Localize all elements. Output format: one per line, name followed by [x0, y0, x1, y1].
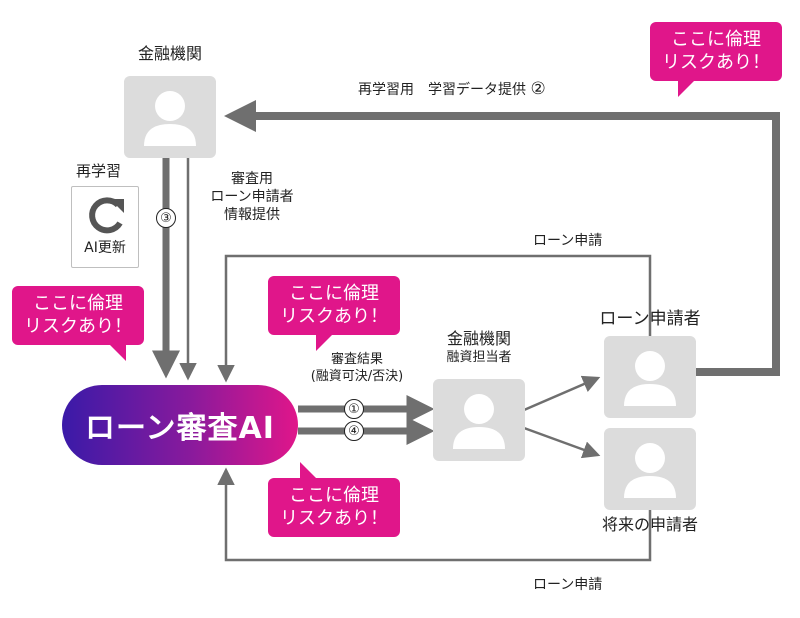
loan-apply-bottom-label: ローン申請	[533, 577, 603, 593]
ai-update-box: AI更新	[71, 186, 139, 268]
risk-bubble-left: ここに倫理 リスクあり！	[12, 286, 144, 361]
risk-bubble-line1: ここに倫理	[671, 29, 761, 50]
officer-to-applicant-arrow	[523, 375, 601, 412]
loan-review-ai: ローン審査AI	[62, 385, 298, 465]
review-info-line2: ローン申請者	[210, 189, 294, 206]
retrain-data-text: 再学習用 学習データ提供	[358, 82, 526, 98]
review-result-line2: (融資可決/否決)	[310, 368, 404, 384]
step-4-marker: ④	[344, 421, 364, 441]
person-icon	[144, 91, 196, 146]
bubble-tail	[316, 334, 332, 351]
risk-bubble-line1: ここに倫理	[33, 293, 123, 314]
retrain-data-num: ②	[530, 79, 546, 99]
bubble-tail	[678, 80, 694, 97]
applicant-label: ローン申請者	[599, 309, 701, 329]
risk-bubble-line2: リスクあり！	[280, 508, 388, 530]
risk-bubble-center-bottom: ここに倫理 リスクあり！	[268, 462, 400, 537]
retrain-title: 再学習	[76, 162, 122, 180]
risk-bubble-center-top: ここに倫理 リスクあり！	[268, 276, 400, 351]
risk-bubble-line1: ここに倫理	[289, 485, 379, 506]
person-icon	[624, 351, 676, 406]
bank-top-avatar	[124, 76, 216, 158]
loan-officer-line2: 融資担当者	[446, 349, 512, 365]
bubble-tail	[110, 344, 126, 361]
retrain-data-arrow	[224, 100, 780, 376]
review-result-line1: 審査結果	[330, 352, 383, 367]
step-3-marker: ③	[156, 208, 176, 228]
review-info-label: 審査用 ローン申請者 情報提供	[210, 170, 293, 225]
risk-bubble-line2: リスクあり！	[24, 316, 132, 338]
risk-bubble-line1: ここに倫理	[289, 283, 379, 304]
risk-bubble-top-right: ここに倫理 リスクあり！	[650, 22, 782, 97]
future-applicant-avatar	[604, 428, 696, 510]
review-info-line1: 審査用	[231, 171, 273, 187]
loan-officer-line1: 金融機関	[446, 329, 512, 348]
loan-officer-avatar	[433, 379, 525, 461]
retrain-data-label: 再学習用 学習データ提供 ②	[358, 78, 546, 100]
bubble-tail	[300, 462, 316, 478]
review-info-line3: 情報提供	[224, 207, 280, 224]
ai-update-caption: AI更新	[84, 240, 126, 256]
loan-apply-top-arrow	[217, 254, 652, 383]
applicant-avatar	[604, 336, 696, 418]
loan-apply-bottom-arrow	[217, 467, 652, 562]
risk-bubble-line2: リスクあり！	[280, 306, 388, 328]
officer-to-future-arrow	[523, 426, 601, 459]
risk-bubble-line2: リスクあり！	[662, 52, 770, 74]
person-icon	[624, 443, 676, 498]
loan-officer-label: 金融機関 融資担当者	[446, 329, 511, 367]
loan-apply-top-label: ローン申請	[533, 233, 603, 249]
future-applicant-label: 将来の申請者	[601, 515, 699, 534]
bank-top-label: 金融機関	[137, 44, 203, 63]
review-result-label: 審査結果 (融資可決/否決)	[311, 352, 404, 386]
step-1-marker: ①	[344, 399, 364, 419]
refresh-icon	[89, 197, 124, 234]
person-icon	[453, 394, 505, 449]
